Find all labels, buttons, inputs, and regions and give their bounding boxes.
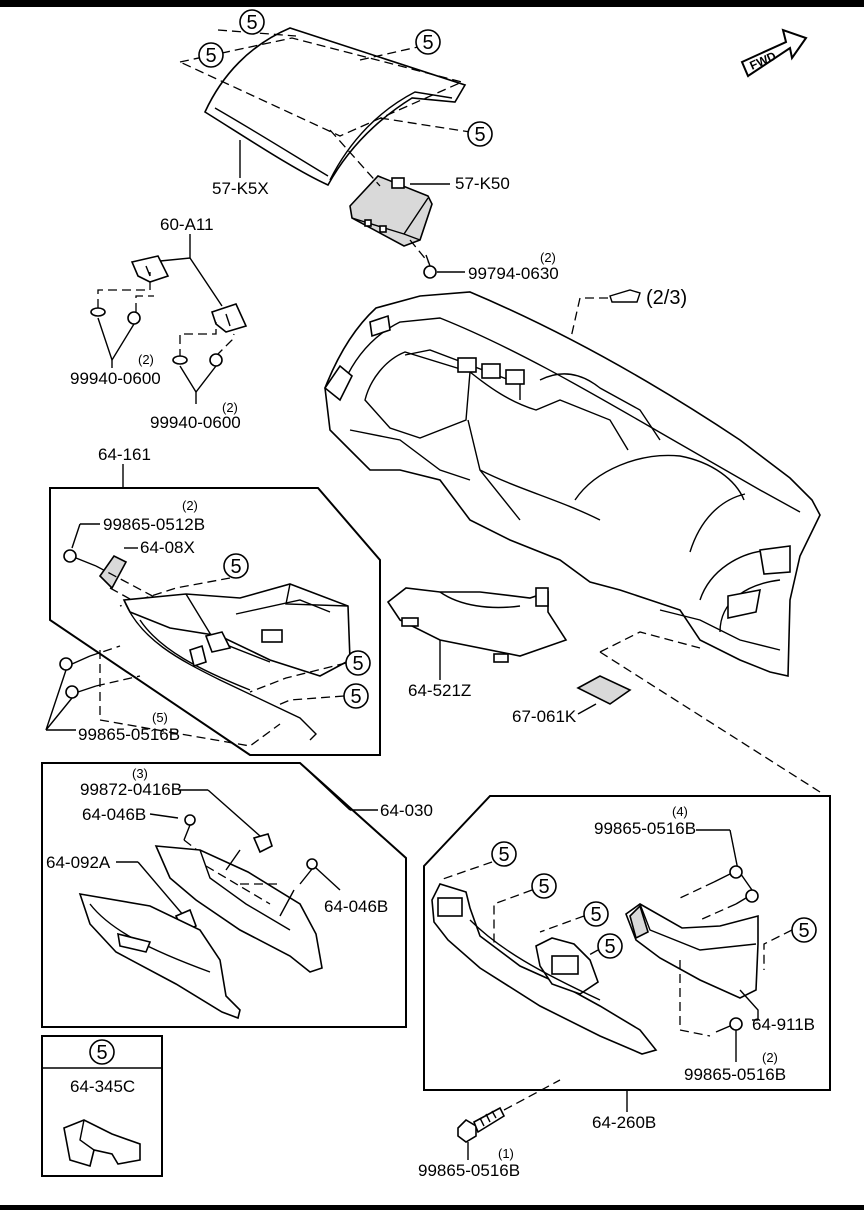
svg-text:5: 5 [205, 45, 216, 67]
svg-text:5: 5 [350, 686, 361, 708]
part-label-64-345C: 64-345C [70, 1077, 135, 1096]
glovebox-lid-group-frame [41, 762, 407, 1028]
glovebox-lid-inner [154, 845, 323, 973]
part-label-57-K5X: 57-K5X [212, 179, 269, 198]
ref-circle-5: 5 [343, 683, 369, 709]
part-label-99794-0630: 99794-0630 [468, 264, 559, 283]
svg-text:(2): (2) [182, 498, 198, 513]
svg-text:5: 5 [246, 12, 257, 34]
ref-circle-5: 5 [415, 29, 441, 55]
washer-nut-icon [90, 307, 223, 367]
retainer-clip-icon [63, 1119, 141, 1168]
ref-circle-5: 5 [223, 553, 249, 579]
ref-circle-5: 5 [531, 873, 557, 899]
part-label-64-030: 64-030 [380, 801, 433, 820]
clip-icon [252, 833, 273, 854]
lower-panel-64-521Z [386, 587, 568, 663]
svg-text:5: 5 [422, 32, 433, 54]
part-label-64-046B-b: 64-046B [324, 897, 388, 916]
ref-circle-5: 5 [89, 1039, 115, 1065]
part-label-99865-0516B-a: 99865-0516B [78, 725, 180, 744]
part-label-67-061K: 67-061K [512, 707, 577, 726]
pad-67-061K [576, 675, 632, 705]
damper-icon [98, 554, 128, 590]
part-label-64-521Z: 64-521Z [408, 681, 471, 700]
svg-text:5: 5 [474, 124, 485, 146]
svg-text:(2): (2) [138, 352, 154, 367]
part-label-99940-0600-a: 99940-0600 [70, 369, 161, 388]
svg-text:(5): (5) [152, 710, 168, 725]
dashboard-panel [323, 291, 821, 677]
clip-group-frame [41, 1035, 163, 1177]
part-label-99865-0516B-d: 99865-0516B [418, 1161, 520, 1180]
svg-text:5: 5 [498, 844, 509, 866]
bottom-rule [0, 1205, 864, 1210]
top-rule [0, 0, 864, 7]
part-label-99865-0516B-b: 99865-0516B [594, 819, 696, 838]
part-label-60-A11: 60-A11 [160, 215, 214, 234]
lower-panel-group-frame [423, 795, 831, 1091]
screw-icon [715, 1017, 743, 1033]
svg-text:5: 5 [604, 936, 615, 958]
bolt-icon [423, 254, 437, 279]
bolt-icon [457, 1106, 506, 1143]
screw-icon [183, 814, 196, 841]
ref-circle-5: 5 [467, 121, 493, 147]
screw-icon [713, 865, 759, 905]
screw-icon [63, 549, 97, 567]
svg-text:5: 5 [798, 920, 809, 942]
ref-circle-5: 5 [198, 42, 224, 68]
glovebox-group-frame [49, 487, 381, 756]
screw-icon [299, 858, 318, 885]
svg-text:(1): (1) [498, 1146, 514, 1161]
page-ref-label: (2/3) [646, 287, 687, 309]
svg-text:5: 5 [96, 1042, 107, 1064]
ref-circle-5: 5 [583, 901, 609, 927]
airbag-module [349, 175, 433, 247]
svg-text:5: 5 [590, 904, 601, 926]
part-label-99865-0516B-c: 99865-0516B [684, 1065, 786, 1084]
cover-clip-dashline [179, 37, 464, 137]
part-label-64-046B-a: 64-046B [82, 805, 146, 824]
part-label-64-08X: 64-08X [140, 538, 195, 557]
bracket-lower [210, 303, 248, 333]
part-label-99872-0416B: 99872-0416B [80, 780, 182, 799]
svg-text:5: 5 [538, 876, 549, 898]
bracket-upper [130, 255, 170, 283]
ref-circle-5: 5 [345, 650, 371, 676]
ref-circle-5: 5 [491, 841, 517, 867]
upper-cover-panel [203, 27, 467, 187]
svg-text:(2): (2) [222, 400, 238, 415]
glovebox-bin [122, 583, 351, 741]
ref-circle-5: 5 [791, 917, 817, 943]
part-label-64-260B: 64-260B [592, 1113, 656, 1132]
side-bracket-64-911B [625, 903, 759, 999]
part-label-57-K50: 57-K50 [455, 174, 510, 193]
part-label-99865-0512B: 99865-0512B [103, 515, 205, 534]
part-label-99940-0600-b: 99940-0600 [150, 413, 241, 432]
svg-text:5: 5 [230, 556, 241, 578]
ref-circle-5: 5 [597, 933, 623, 959]
glovebox-lid-outer [78, 892, 241, 1020]
part-label-64-911B: 64-911B [752, 1015, 815, 1034]
part-label-64-092A: 64-092A [46, 853, 111, 872]
svg-text:(3): (3) [132, 766, 148, 781]
svg-text:(2): (2) [762, 1050, 778, 1065]
fwd-label: FWD [748, 49, 779, 73]
svg-text:(4): (4) [672, 804, 688, 819]
svg-text:5: 5 [352, 653, 363, 675]
fwd-arrow-icon: FWD [740, 28, 808, 80]
svg-text:(2): (2) [540, 250, 556, 265]
lower-trim-panel [431, 883, 658, 1055]
screw-icon [59, 655, 97, 699]
ref-circle-5: 5 [239, 9, 265, 35]
part-label-64-161: 64-161 [98, 445, 151, 464]
